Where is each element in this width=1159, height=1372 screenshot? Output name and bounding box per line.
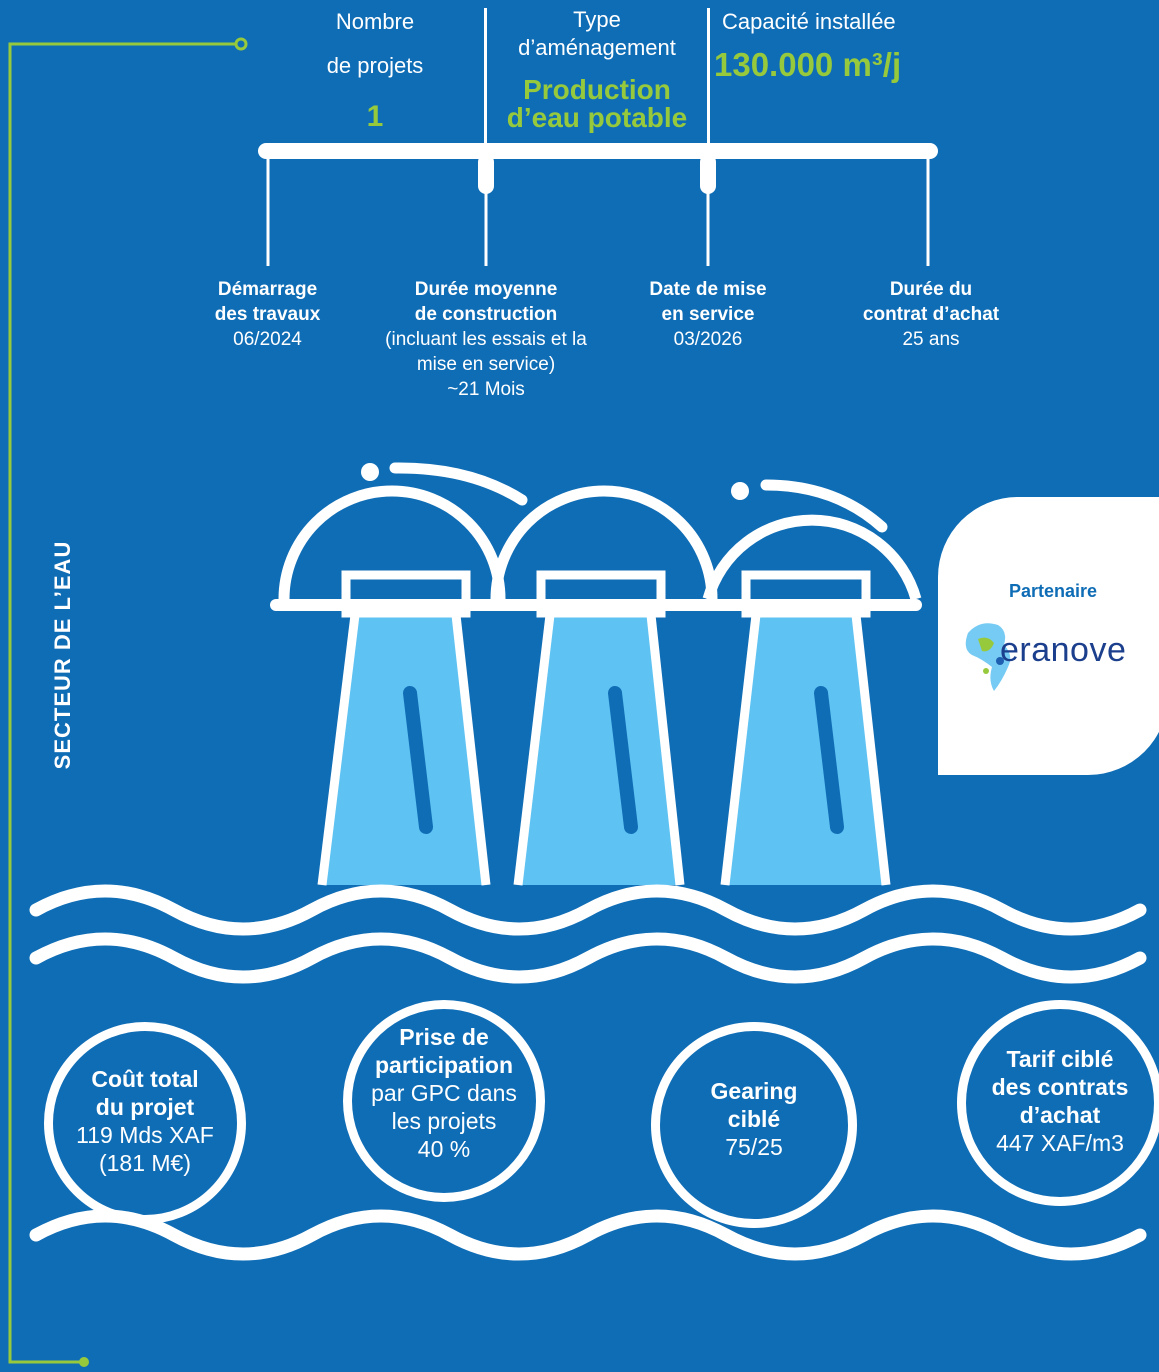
type-value-line2: d’eau potable [506, 102, 688, 133]
type-label: Type d’aménagement [488, 6, 706, 62]
milestone-value: 25 ans [902, 329, 960, 350]
metric-title: Gearing [710, 1078, 798, 1104]
milestone-commissioning: Date de mise en service 03/2026 [610, 277, 806, 352]
milestone-value: ~21 Mois [447, 379, 525, 400]
milestone-title: Durée moyenne [414, 279, 558, 300]
milestone-start: Démarrage des travaux 06/2024 [165, 277, 370, 352]
milestone-title: Durée du [889, 279, 973, 300]
milestone-duration: Durée moyenne de construction (incluant … [360, 277, 612, 402]
milestone-value: 03/2026 [673, 329, 743, 350]
capacity-label: Capacité installée [722, 9, 896, 34]
milestone-title: Date de mise [649, 279, 767, 300]
metric-value: par GPC dans [371, 1080, 517, 1106]
metric-title: Tarif ciblé [1006, 1046, 1114, 1072]
projects-label: Nombre de projets [300, 6, 450, 82]
metric-circle-cost: Coût total du projet 119 Mds XAF (181 M€… [44, 1022, 246, 1224]
waves-icon [29, 884, 1147, 984]
sector-title: SECTEUR DE L’EAU [50, 540, 75, 770]
type-label-line1: Type [573, 7, 621, 32]
side-connector-line [8, 37, 248, 1367]
eranove-wordmark: eranove [1000, 631, 1127, 669]
metric-title: Prise de [399, 1024, 489, 1050]
header-divider-1 [484, 8, 487, 146]
milestone-title: de construction [414, 304, 558, 325]
partner-card: Partenaire eranove [938, 497, 1159, 775]
projects-label-line2: de projets [326, 53, 424, 78]
metric-title: d’achat [1019, 1102, 1101, 1128]
metric-circle-gearing: Gearing ciblé 75/25 [651, 1022, 857, 1228]
metric-value: 119 Mds XAF [76, 1122, 214, 1148]
header-divider-2 [707, 8, 710, 146]
metric-circle-participation: Prise de participation par GPC dans les … [343, 1000, 545, 1202]
metric-text: Tarif ciblé des contrats d’achat 447 XAF… [966, 1045, 1154, 1157]
milestone-title: contrat d’achat [862, 304, 1000, 325]
milestone-value: mise en service) [416, 354, 556, 375]
metric-title: participation [374, 1052, 513, 1078]
capacity-value: 130.000 m³/j [714, 46, 902, 83]
metric-circle-tariff: Tarif ciblé des contrats d’achat 447 XAF… [957, 1000, 1159, 1206]
type-value: Production d’eau potable [488, 76, 706, 132]
milestone-value: 06/2024 [233, 329, 302, 350]
metric-text: Gearing ciblé 75/25 [660, 1077, 848, 1161]
type-label-line2: d’aménagement [518, 35, 676, 60]
eranove-logo: eranove [958, 615, 1159, 695]
projects-count: 1 [366, 100, 384, 133]
metric-value: les projets [391, 1108, 497, 1134]
milestone-title: Démarrage [217, 279, 318, 300]
metric-title: du projet [95, 1094, 195, 1120]
milestone-title: des travaux [214, 304, 321, 325]
metric-value: 75/25 [725, 1134, 783, 1160]
milestone-title: en service [661, 304, 755, 325]
metric-text: Coût total du projet 119 Mds XAF (181 M€… [53, 1065, 237, 1177]
metric-value: 447 XAF/m3 [996, 1130, 1124, 1156]
milestone-value: (incluant les essais et la [385, 329, 587, 350]
timeline [258, 143, 938, 266]
metric-text: Prise de participation par GPC dans les … [352, 1023, 536, 1163]
metric-title: Coût total [91, 1066, 199, 1092]
water-treatment-plant-icon [270, 462, 922, 886]
metric-value: (181 M€) [98, 1150, 192, 1176]
milestone-contract: Durée du contrat d’achat 25 ans [826, 277, 1036, 352]
sector-title-wrap: SECTEUR DE L’EAU [0, 541, 228, 770]
waves-icon-bottom [29, 1209, 1147, 1261]
metric-title: ciblé [727, 1106, 781, 1132]
metric-value: 40 % [417, 1136, 471, 1162]
partner-label: Partenaire [1008, 581, 1098, 601]
metric-title: des contrats [991, 1074, 1129, 1100]
type-value-line1: Production [523, 74, 671, 105]
eranove-map-icon [965, 623, 1011, 691]
projects-label-line1: Nombre [335, 9, 415, 34]
